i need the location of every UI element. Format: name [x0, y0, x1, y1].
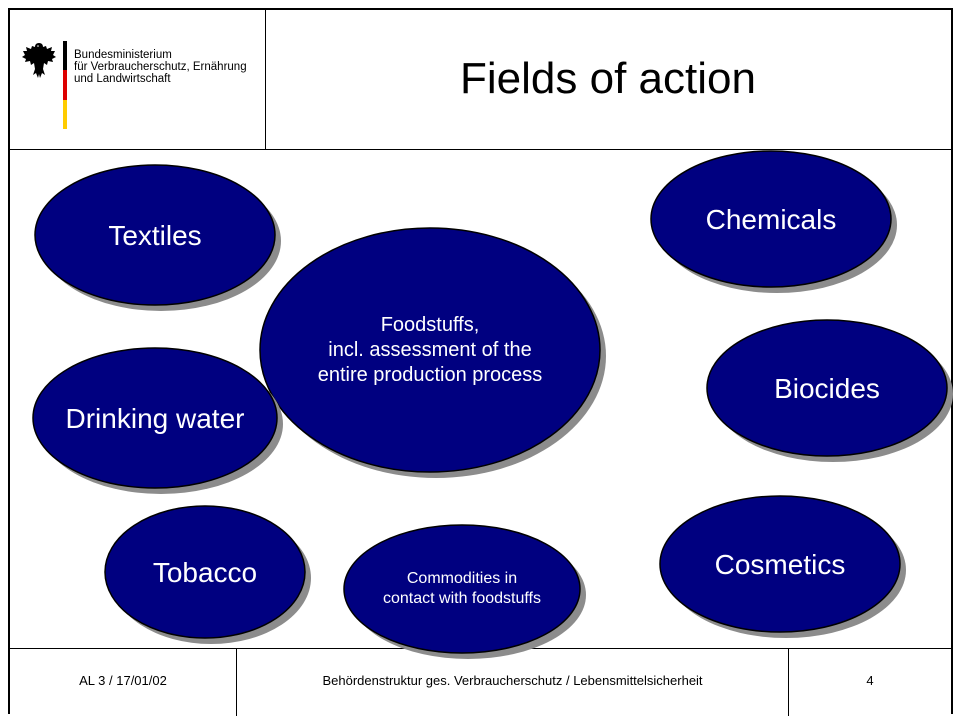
bubble-label-tobacco: Tobacco — [152, 556, 258, 588]
bubble-tobacco — [104, 505, 306, 639]
footer-date: AL 3 / 17/01/02 — [79, 672, 167, 688]
footer-divider-1 — [236, 648, 237, 716]
page-title: Fields of action — [460, 54, 756, 103]
frame-right — [951, 8, 953, 714]
header-vertical-divider — [265, 8, 266, 150]
frame-left — [8, 8, 10, 714]
bubble-textiles — [34, 164, 276, 306]
bubble-label-commodities: Commodities in contact with foodstuffs — [382, 570, 541, 607]
bubble-commodities — [343, 524, 581, 654]
ministry-name: Bundesministerium für Verbraucherschutz,… — [74, 49, 247, 85]
bubble-label-biocides: Biocides — [774, 372, 880, 404]
bubble-foodstuffs — [259, 227, 601, 473]
ministry-line-2: für Verbraucherschutz, Ernährung — [74, 61, 247, 73]
bubble-chemicals — [650, 150, 892, 288]
frame-top — [8, 8, 953, 10]
header-divider — [8, 149, 953, 150]
bubble-label-cosmetics: Cosmetics — [714, 548, 846, 580]
footer-subject: Behördenstruktur ges. Verbraucherschutz … — [322, 672, 703, 688]
bubble-label-textiles: Textiles — [108, 219, 202, 251]
bubble-label-foodstuffs: Foodstuffs, incl. assessment of the enti… — [317, 313, 543, 386]
ministry-line-3: und Landwirtschaft — [74, 73, 171, 85]
ministry-line-1: Bundesministerium — [74, 49, 172, 61]
flag-stripe-black — [63, 41, 67, 71]
bubble-drinking-water — [32, 347, 278, 489]
federal-eagle-icon — [22, 43, 56, 78]
bubble-cosmetics — [659, 495, 901, 633]
flag-bar — [63, 41, 67, 129]
flag-stripe-red — [63, 70, 67, 100]
bubble-biocides — [706, 319, 948, 457]
page-number: 4 — [866, 672, 874, 688]
bubble-label-chemicals: Chemicals — [705, 203, 837, 235]
bubble-label-drinking-water: Drinking water — [65, 402, 245, 434]
flag-stripe-gold — [63, 99, 67, 129]
ministry-logo: Bundesministerium für Verbraucherschutz,… — [22, 41, 262, 131]
footer-divider-2 — [788, 648, 789, 716]
